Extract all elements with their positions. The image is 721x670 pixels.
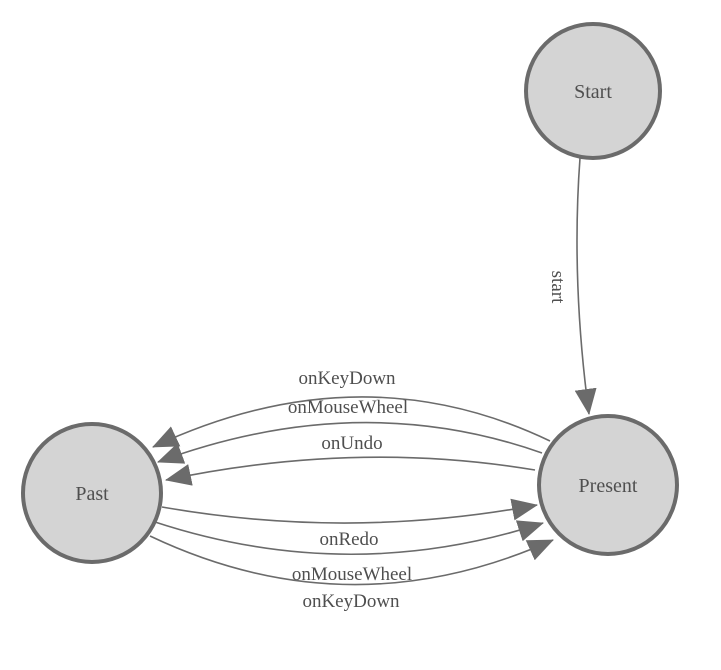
edge-past-to-present-onmousewheel: onMouseWheel [154,520,544,585]
edge-past-to-present-onkeydown: onKeyDown [149,535,554,612]
edge-past-to-present-onredo-path[interactable] [161,498,538,524]
edge-past-to-present-onmousewheel-path[interactable] [154,520,544,556]
edge-present-to-past-onkeydown: onKeyDown [152,368,551,448]
edge-label-onkeydown-top: onKeyDown [298,368,396,389]
node-start-circle[interactable] [524,22,662,160]
node-past: Past [21,422,163,564]
edge-present-to-past-onkeydown-path[interactable] [152,396,551,448]
edge-label-onmousewheel-top: onMouseWheel [288,397,408,418]
node-present-circle[interactable] [537,414,679,556]
edge-label-onkeydown-bottom: onKeyDown [302,591,400,612]
edge-past-to-present-onkeydown-path[interactable] [149,535,554,586]
edge-label-onmousewheel-bottom: onMouseWheel [292,564,412,585]
node-start-label: Start [574,81,612,103]
edge-start-to-present: start [547,157,597,415]
node-start: Start [524,22,662,160]
edge-label-onredo: onRedo [319,529,378,550]
node-past-circle[interactable] [21,422,163,564]
edge-start-to-present-path[interactable] [574,157,597,415]
node-present-label: Present [579,475,638,497]
edge-label-onundo: onUndo [321,433,382,454]
edge-past-to-present-onredo: onRedo [161,498,538,550]
node-past-label: Past [75,483,109,505]
edge-present-to-past-onmousewheel-path[interactable] [157,421,543,464]
edge-present-to-past-onundo-path[interactable] [165,456,536,486]
edge-present-to-past-onundo: onUndo [165,433,536,486]
edge-label-start: start [547,271,568,304]
node-present: Present [537,414,679,556]
edge-present-to-past-onmousewheel: onMouseWheel [157,397,543,464]
